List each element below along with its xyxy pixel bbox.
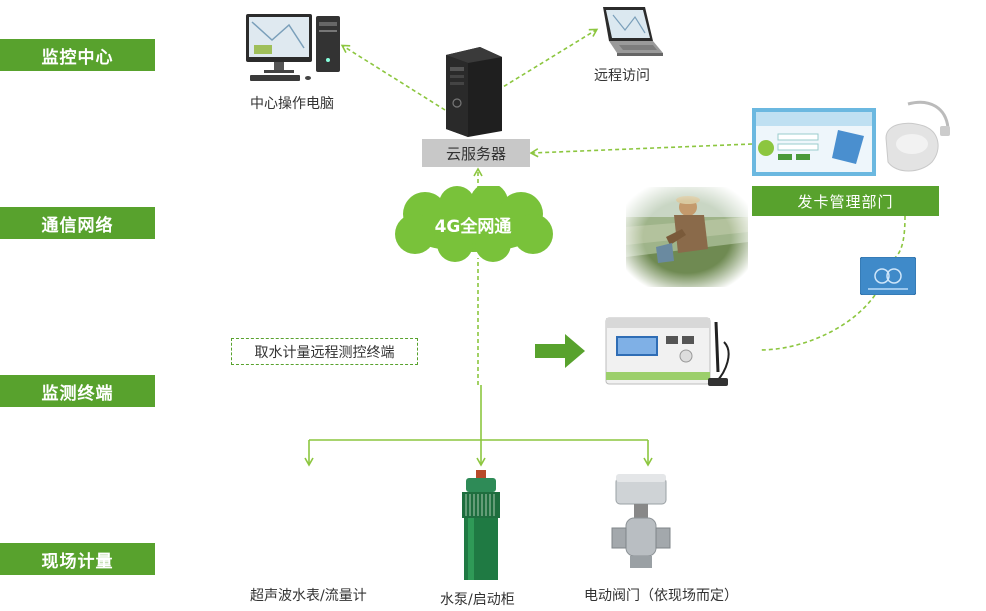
- link-server-to-remote: [497, 28, 599, 91]
- pump-label: 水泵/启动柜: [440, 592, 515, 608]
- meter-label: 超声波水表/流量计: [250, 588, 367, 604]
- valve-label: 电动阀门（依现场而定）: [584, 588, 738, 604]
- card-dept-label: 发卡管理部门: [752, 186, 939, 216]
- right-arrow-icon: [535, 334, 585, 368]
- remote-access-label: 远程访问: [594, 68, 650, 84]
- desktop-computer-icon: [246, 14, 340, 81]
- layer-label-field-metering: 现场计量: [0, 543, 155, 575]
- farmer-photo: [626, 187, 748, 287]
- terminal-label: 取水计量远程测控终端: [231, 338, 418, 365]
- ic-card-icon: [860, 257, 916, 295]
- card-reader-icon: [885, 100, 950, 172]
- network-label: 4G全网通: [434, 217, 512, 237]
- cloud-server-label: 云服务器: [422, 139, 530, 167]
- layer-label-communication-network: 通信网络: [0, 207, 155, 239]
- laptop-icon: [603, 7, 663, 56]
- link-card-to-device: [759, 294, 876, 351]
- card-software-screen-icon: [752, 108, 876, 176]
- cloud-icon: [395, 186, 553, 262]
- link-server-to-pc: [340, 44, 446, 111]
- layer-label-monitoring-terminal: 监测终端: [0, 375, 155, 407]
- central-pc-label: 中心操作电脑: [250, 96, 334, 112]
- water-pump-icon: [462, 470, 500, 580]
- electric-valve-icon: [611, 474, 671, 568]
- link-card-to-server: [529, 143, 753, 158]
- server-tower-icon: [446, 47, 502, 137]
- link-card-dept-to-card: [891, 215, 906, 261]
- layer-label-monitoring-center: 监控中心: [0, 39, 155, 71]
- terminal-device-icon: [605, 317, 730, 386]
